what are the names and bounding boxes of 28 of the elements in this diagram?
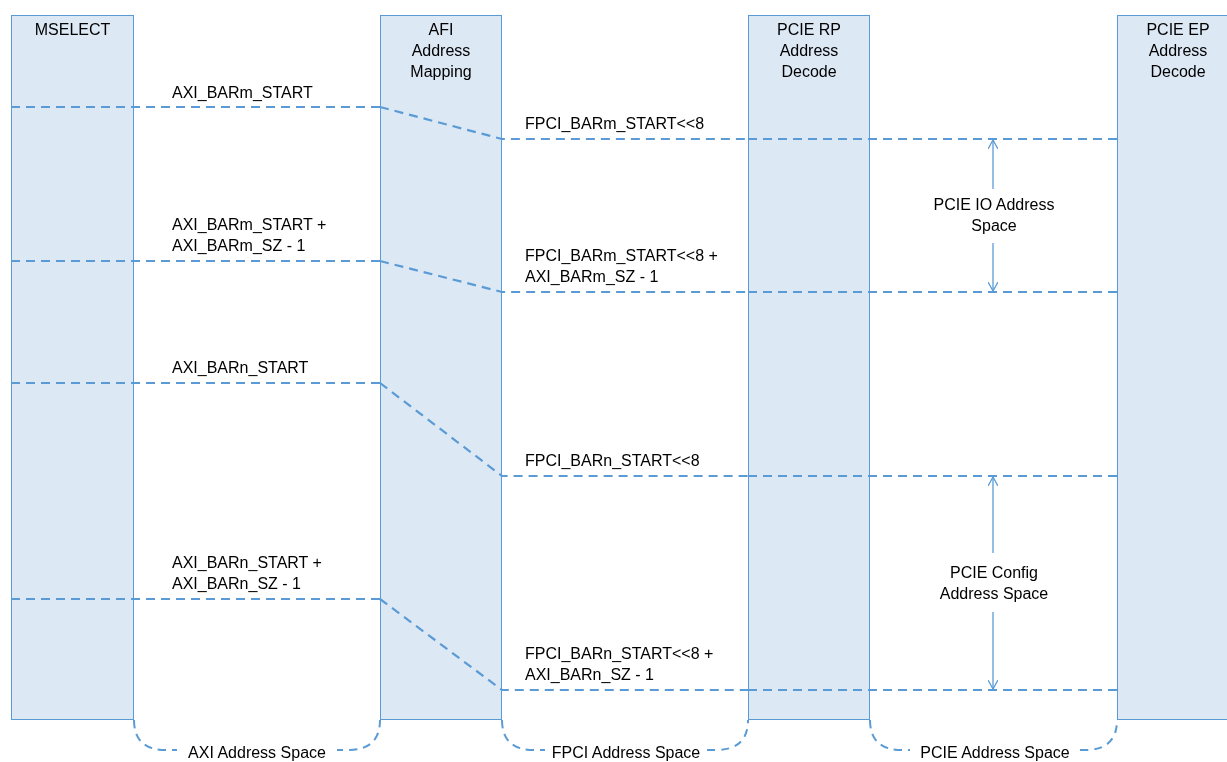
- dashed-connector: [379, 105, 748, 141]
- dashed-connector: [748, 474, 1117, 478]
- edge-label: FPCI_BARm_START<<8 + AXI_BARm_SZ - 1: [525, 246, 719, 287]
- dashed-connector: [11, 105, 380, 109]
- dashed-connector: [379, 598, 748, 692]
- dashed-connector: [748, 290, 1117, 294]
- edge-label: AXI_BARm_START: [172, 83, 314, 103]
- lane-band: [1117, 15, 1227, 720]
- dashed-connector: [379, 382, 748, 478]
- edge-label: FPCI_BARn_START<<8 + AXI_BARn_SZ - 1: [525, 644, 715, 685]
- dashed-connector: [11, 259, 380, 263]
- lane-band: [748, 15, 870, 720]
- lane-title: PCIE RP Address Decode: [776, 20, 842, 82]
- lane-title: MSELECT: [33, 20, 112, 40]
- lane-band: [11, 15, 134, 720]
- dashed-connector: [11, 381, 380, 385]
- lane-title: PCIE EP Address Decode: [1145, 20, 1211, 82]
- edge-label: AXI_BARm_START + AXI_BARm_SZ - 1: [172, 215, 328, 256]
- edge-label: AXI_BARn_START + AXI_BARn_SZ - 1: [172, 553, 323, 594]
- edge-label: FPCI_BARn_START<<8: [525, 451, 701, 471]
- lane-title: AFI Address Mapping: [409, 20, 473, 82]
- dashed-connector: [748, 137, 1117, 141]
- edge-label: FPCI_BARm_START<<8: [525, 114, 706, 134]
- dashed-connector: [11, 597, 380, 601]
- dashed-connector: [379, 259, 748, 294]
- dashed-connector: [748, 688, 1117, 692]
- edge-label: AXI_BARn_START: [172, 358, 310, 378]
- lane-band: [380, 15, 502, 720]
